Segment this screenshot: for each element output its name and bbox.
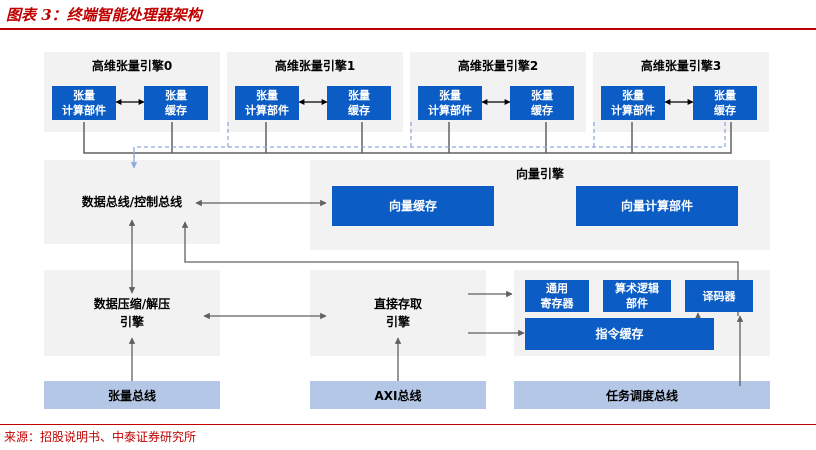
tensor-compute-unit-2: 张量 计算部件: [418, 86, 482, 120]
axi-bus: AXI总线: [310, 381, 486, 409]
tensor-engine-0-title: 高维张量引擎0: [91, 59, 173, 73]
tensor-cache-2: 张量 缓存: [510, 86, 574, 120]
footer-divider: [0, 424, 816, 425]
tensor-compute-unit-1: 张量 计算部件: [235, 86, 299, 120]
figure-title: 图表 3：终端智能处理器架构: [6, 6, 202, 24]
compress-engine-label: 数据压缩/解压 引擎: [93, 297, 171, 329]
vector-compute-unit: 向量计算部件: [576, 186, 738, 226]
general-register: 通用 寄存器: [525, 280, 589, 312]
dma-engine-label: 直接存取 引擎: [373, 297, 422, 329]
instruction-cache: 指令缓存: [525, 318, 714, 350]
tensor-cache-0: 张量 缓存: [144, 86, 208, 120]
data-bus-panel: 数据总线/控制总线: [44, 160, 220, 244]
tensor-compute-unit-0: 张量 计算部件: [52, 86, 116, 120]
tensor-cache-1: 张量 缓存: [327, 86, 391, 120]
tensor-engine-2-title: 高维张量引擎2: [457, 59, 539, 73]
task-scheduling-bus: 任务调度总线: [514, 381, 770, 409]
alu: 算术逻辑 部件: [603, 280, 671, 312]
tensor-compute-unit-3: 张量 计算部件: [601, 86, 665, 120]
title-divider: [0, 28, 816, 30]
decoder: 译码器: [685, 280, 753, 312]
vector-cache: 向量缓存: [332, 186, 494, 226]
vector-engine-title: 向量引擎: [515, 167, 564, 181]
data-bus-label: 数据总线/控制总线: [81, 195, 183, 209]
source-note: 来源：招股说明书、中泰证券研究所: [4, 430, 197, 444]
tensor-cache-3: 张量 缓存: [693, 86, 757, 120]
tensor-engine-1-title: 高维张量引擎1: [274, 59, 356, 73]
tensor-engine-3-title: 高维张量引擎3: [640, 59, 722, 73]
tensor-bus: 张量总线: [44, 381, 220, 409]
